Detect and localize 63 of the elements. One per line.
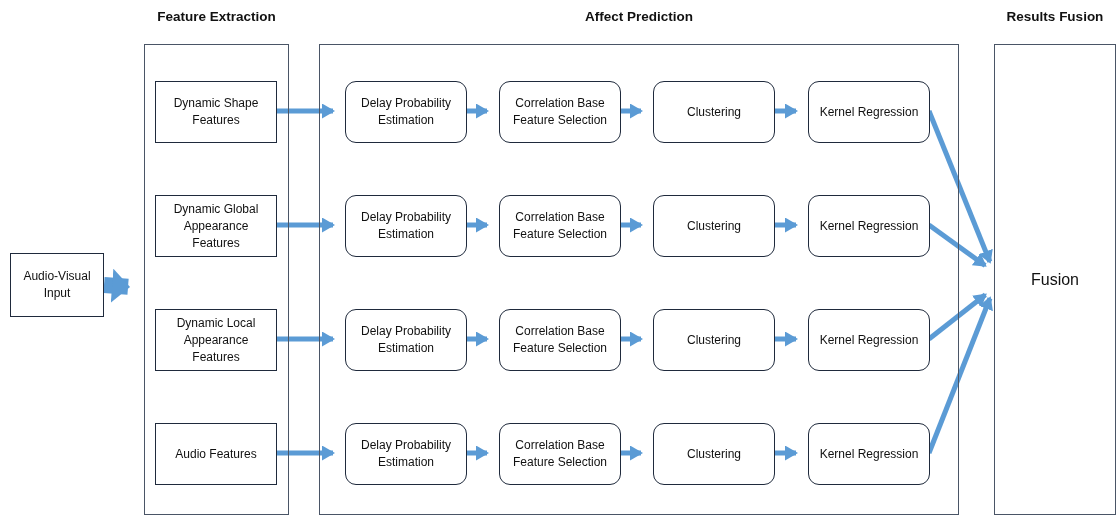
node-label: Dynamic Local Appearance Features <box>175 314 257 366</box>
node-label: Kernel Regression <box>818 445 920 463</box>
node-label: Delay Probability Estimation <box>359 323 452 357</box>
arrow <box>774 445 798 461</box>
node-label: Delay Probability Estimation <box>359 437 452 471</box>
process-box <box>155 423 277 485</box>
process-box <box>808 309 930 371</box>
node-label: Clustering <box>686 331 742 349</box>
process-box <box>155 195 277 257</box>
node-label: Kernel Regression <box>818 331 920 349</box>
process-box <box>345 423 467 485</box>
node-label: Clustering <box>686 217 742 235</box>
arrow <box>276 445 335 461</box>
arrow <box>774 217 798 233</box>
process-box <box>345 309 467 371</box>
node-label: Dynamic Global Appearance Features <box>172 200 260 252</box>
stage-heading: Results Fusion <box>1006 9 1104 24</box>
process-box <box>499 81 621 143</box>
process-box <box>499 309 621 371</box>
node-label: Kernel Regression <box>818 103 920 121</box>
process-box <box>808 81 930 143</box>
stage-heading: Feature Extraction <box>157 9 276 24</box>
arrow <box>276 331 335 347</box>
block-arrow <box>103 268 131 303</box>
arrow <box>620 445 643 461</box>
node-label: Audio Features <box>174 445 258 463</box>
process-box <box>653 309 775 371</box>
process-box <box>155 309 277 371</box>
arrow <box>466 103 489 119</box>
process-box <box>808 195 930 257</box>
arrow <box>774 103 798 119</box>
node-label: Fusion <box>1030 271 1080 288</box>
process-box <box>10 253 104 317</box>
process-box <box>808 423 930 485</box>
node-label: Delay Probability Estimation <box>359 209 452 243</box>
arrow <box>620 217 643 233</box>
arrow <box>276 217 335 233</box>
node-label: Correlation Base Feature Selection <box>511 95 609 129</box>
arrow <box>620 331 643 347</box>
arrow <box>276 103 335 119</box>
process-box <box>499 195 621 257</box>
arrow <box>774 331 798 347</box>
node-label: Correlation Base Feature Selection <box>511 437 609 471</box>
node-label: Clustering <box>686 103 742 121</box>
arrow <box>466 217 489 233</box>
process-box <box>653 195 775 257</box>
process-box <box>345 81 467 143</box>
arrow <box>466 445 489 461</box>
node-label: Correlation Base Feature Selection <box>511 209 609 243</box>
node-label: Clustering <box>686 445 742 463</box>
node-label: Kernel Regression <box>818 217 920 235</box>
node-label: Dynamic Shape Features <box>172 95 260 129</box>
process-box <box>345 195 467 257</box>
node-label: Audio-Visual Input <box>22 268 92 302</box>
process-box <box>499 423 621 485</box>
process-box <box>653 81 775 143</box>
node-label: Delay Probability Estimation <box>359 95 452 129</box>
process-box <box>155 81 277 143</box>
arrow <box>620 103 643 119</box>
process-box <box>653 423 775 485</box>
node-label: Correlation Base Feature Selection <box>511 323 609 357</box>
arrow <box>466 331 489 347</box>
stage-heading: Affect Prediction <box>585 9 693 24</box>
